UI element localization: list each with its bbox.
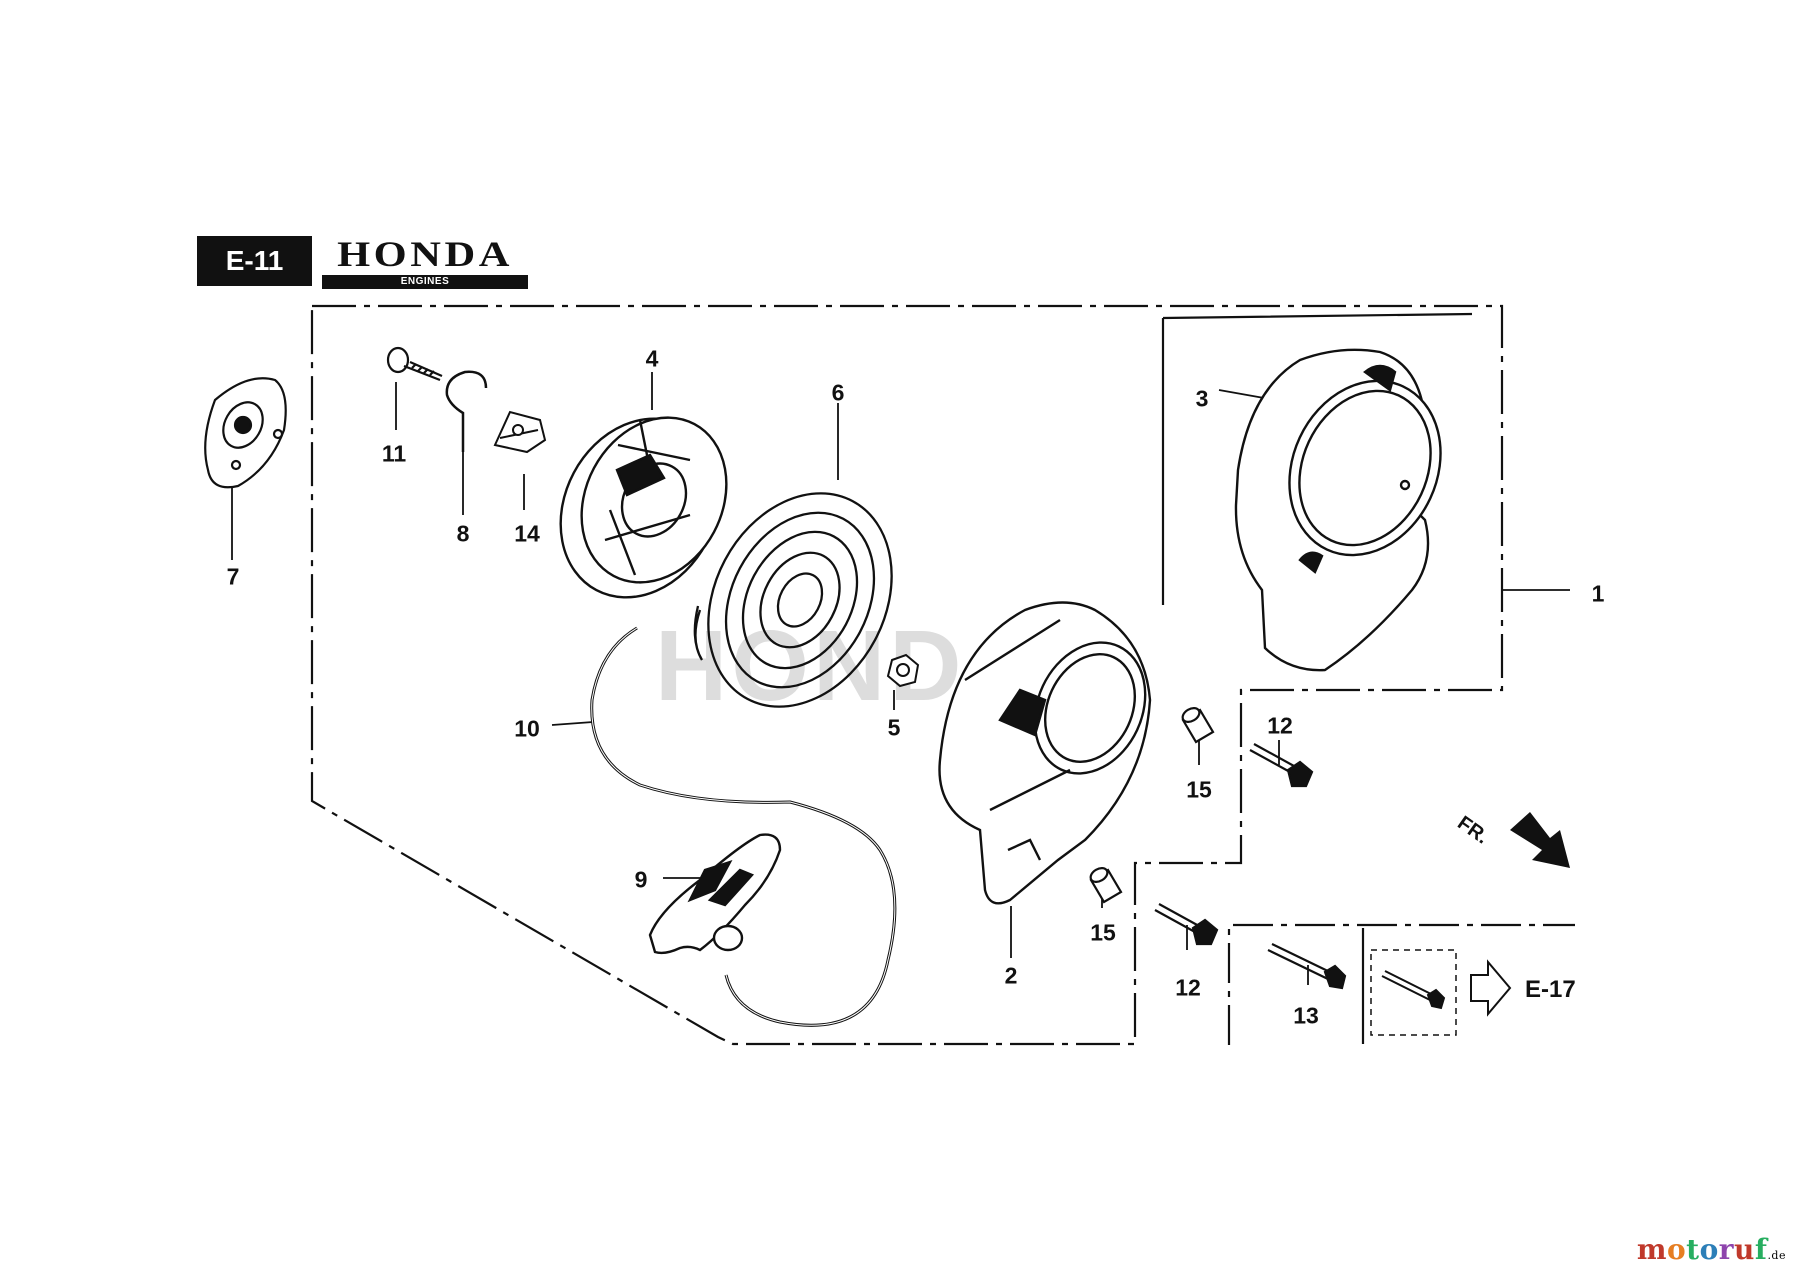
callout-8: 8	[456, 520, 470, 547]
part-9-shape	[648, 833, 782, 955]
outline-arrow-right-icon	[1470, 959, 1512, 1017]
arrow-right-down-icon	[1510, 812, 1570, 868]
callout-9: 9	[634, 866, 648, 893]
callout-3: 3	[1195, 385, 1209, 412]
part-11-shape	[386, 346, 443, 382]
part-4-shape	[559, 416, 728, 599]
part-2-shape	[938, 601, 1152, 905]
part-5-shape	[886, 653, 920, 688]
callout-12-upper: 12	[1267, 712, 1293, 739]
reference-bolt-shape	[1381, 970, 1446, 1010]
site-suffix: .de	[1767, 1249, 1786, 1262]
site-name: motoruf	[1636, 1233, 1768, 1266]
assembly-boundary	[310, 304, 1504, 1046]
callout-7: 7	[226, 563, 240, 590]
callout-12-lower: 12	[1175, 974, 1201, 1001]
callout-14: 14	[514, 520, 540, 547]
callout-5: 5	[887, 714, 901, 741]
reference-dashed-frame	[1370, 949, 1457, 1036]
case-group-bracket	[1161, 312, 1473, 605]
callout-10: 10	[514, 715, 540, 742]
part-14-shape	[493, 410, 547, 454]
part-6-shape	[693, 492, 893, 708]
callout-13: 13	[1293, 1002, 1319, 1029]
brand-logo: HONDA ENGINES	[322, 236, 528, 289]
part-3-shape	[1234, 348, 1442, 672]
callout-6: 6	[831, 379, 845, 406]
part-7-shape	[204, 377, 287, 489]
part-13-shape	[1267, 943, 1347, 990]
callout-4: 4	[645, 345, 659, 372]
part-15-shapes	[1089, 707, 1215, 904]
part-8-shape	[445, 370, 488, 452]
site-watermark: motoruf.de	[1637, 1233, 1786, 1266]
callout-1: 1	[1591, 580, 1605, 607]
part-12-shapes	[1154, 743, 1314, 946]
see-page-reference[interactable]: E-17	[1525, 976, 1576, 1003]
callout-15-upper: 15	[1186, 776, 1212, 803]
callout-11: 11	[381, 440, 407, 467]
section-code-badge: E-11	[197, 236, 312, 286]
brand-subtitle: ENGINES	[322, 275, 528, 289]
brand-name: HONDA	[337, 234, 513, 274]
reference-box	[1227, 923, 1575, 1045]
callout-15-lower: 15	[1090, 919, 1116, 946]
callout-2: 2	[1004, 962, 1018, 989]
